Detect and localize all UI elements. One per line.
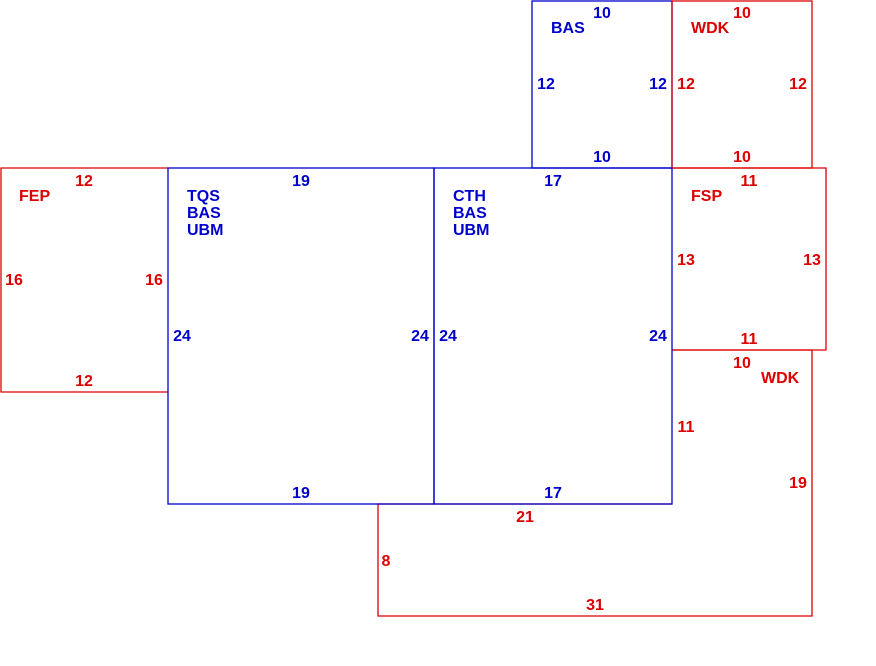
dimension-bottom: 10 bbox=[593, 149, 611, 166]
dimension-right: 24 bbox=[411, 328, 429, 345]
dimension-top: 12 bbox=[75, 173, 93, 190]
dimension-bottom: 19 bbox=[292, 485, 310, 502]
tqs-text: TQS BAS UBM 19 24 24 19 bbox=[173, 173, 429, 502]
area-name-label: WDK bbox=[761, 370, 800, 387]
area-name-label: UBM bbox=[453, 222, 489, 239]
wdk-bottom-text: WDK 10 11 19 21 8 31 bbox=[382, 355, 807, 614]
dimension-inner: 8 bbox=[382, 553, 391, 570]
area-name-label: TQS bbox=[187, 188, 220, 205]
dimension-base: 31 bbox=[586, 597, 604, 614]
dimension-top: 10 bbox=[733, 5, 751, 22]
dimension-bottom: 11 bbox=[741, 331, 758, 348]
fsp-text: FSP 11 13 13 11 bbox=[677, 173, 821, 348]
dimension-right: 12 bbox=[789, 76, 807, 93]
area-name-label: FSP bbox=[691, 188, 722, 205]
dimension-bottom: 12 bbox=[75, 373, 93, 390]
dimension-left: 11 bbox=[678, 419, 695, 436]
dimension-left: 16 bbox=[5, 272, 23, 289]
area-name-label: UBM bbox=[187, 222, 223, 239]
dimension-top: 17 bbox=[544, 173, 562, 190]
area-name-label: CTH bbox=[453, 188, 486, 205]
dimension-right: 16 bbox=[145, 272, 163, 289]
bas-top-text: BAS 10 12 12 10 bbox=[537, 5, 667, 166]
dimension-bottom: 21 bbox=[516, 509, 534, 526]
area-name-label: BAS bbox=[453, 205, 487, 222]
dimension-right: 12 bbox=[649, 76, 667, 93]
fep-outline bbox=[0, 167, 168, 393]
area-name-label: FEP bbox=[19, 188, 50, 205]
area-name-label: BAS bbox=[187, 205, 221, 222]
dimension-right: 24 bbox=[649, 328, 667, 345]
fsp-outline bbox=[672, 167, 827, 351]
dimension-top: 11 bbox=[741, 173, 758, 190]
dimension-left: 12 bbox=[537, 76, 555, 93]
dimension-right: 19 bbox=[789, 475, 807, 492]
dimension-left: 13 bbox=[677, 252, 695, 269]
dimension-top: 10 bbox=[593, 5, 611, 22]
dimension-top: 10 bbox=[733, 355, 751, 372]
cth-outline bbox=[433, 167, 673, 505]
dimension-left: 12 bbox=[677, 76, 695, 93]
wdk-top-text: WDK 10 12 12 10 bbox=[677, 5, 807, 166]
area-fep bbox=[0, 167, 168, 393]
cth-text: CTH BAS UBM 17 24 24 17 bbox=[439, 173, 667, 502]
dimension-left: 24 bbox=[439, 328, 457, 345]
area-cth bbox=[433, 167, 673, 505]
dimension-left: 24 bbox=[173, 328, 191, 345]
fep-text: FEP 12 16 16 12 bbox=[5, 173, 163, 390]
dimension-bottom: 17 bbox=[544, 485, 562, 502]
area-name-label: WDK bbox=[691, 20, 730, 37]
area-name-label: BAS bbox=[551, 20, 585, 37]
dimension-right: 13 bbox=[803, 252, 821, 269]
area-fsp bbox=[672, 167, 827, 351]
wdk-bottom-outline bbox=[377, 349, 813, 617]
dimension-bottom: 10 bbox=[733, 149, 751, 166]
dimension-top: 19 bbox=[292, 173, 310, 190]
area-wdk-bottom bbox=[377, 349, 813, 617]
